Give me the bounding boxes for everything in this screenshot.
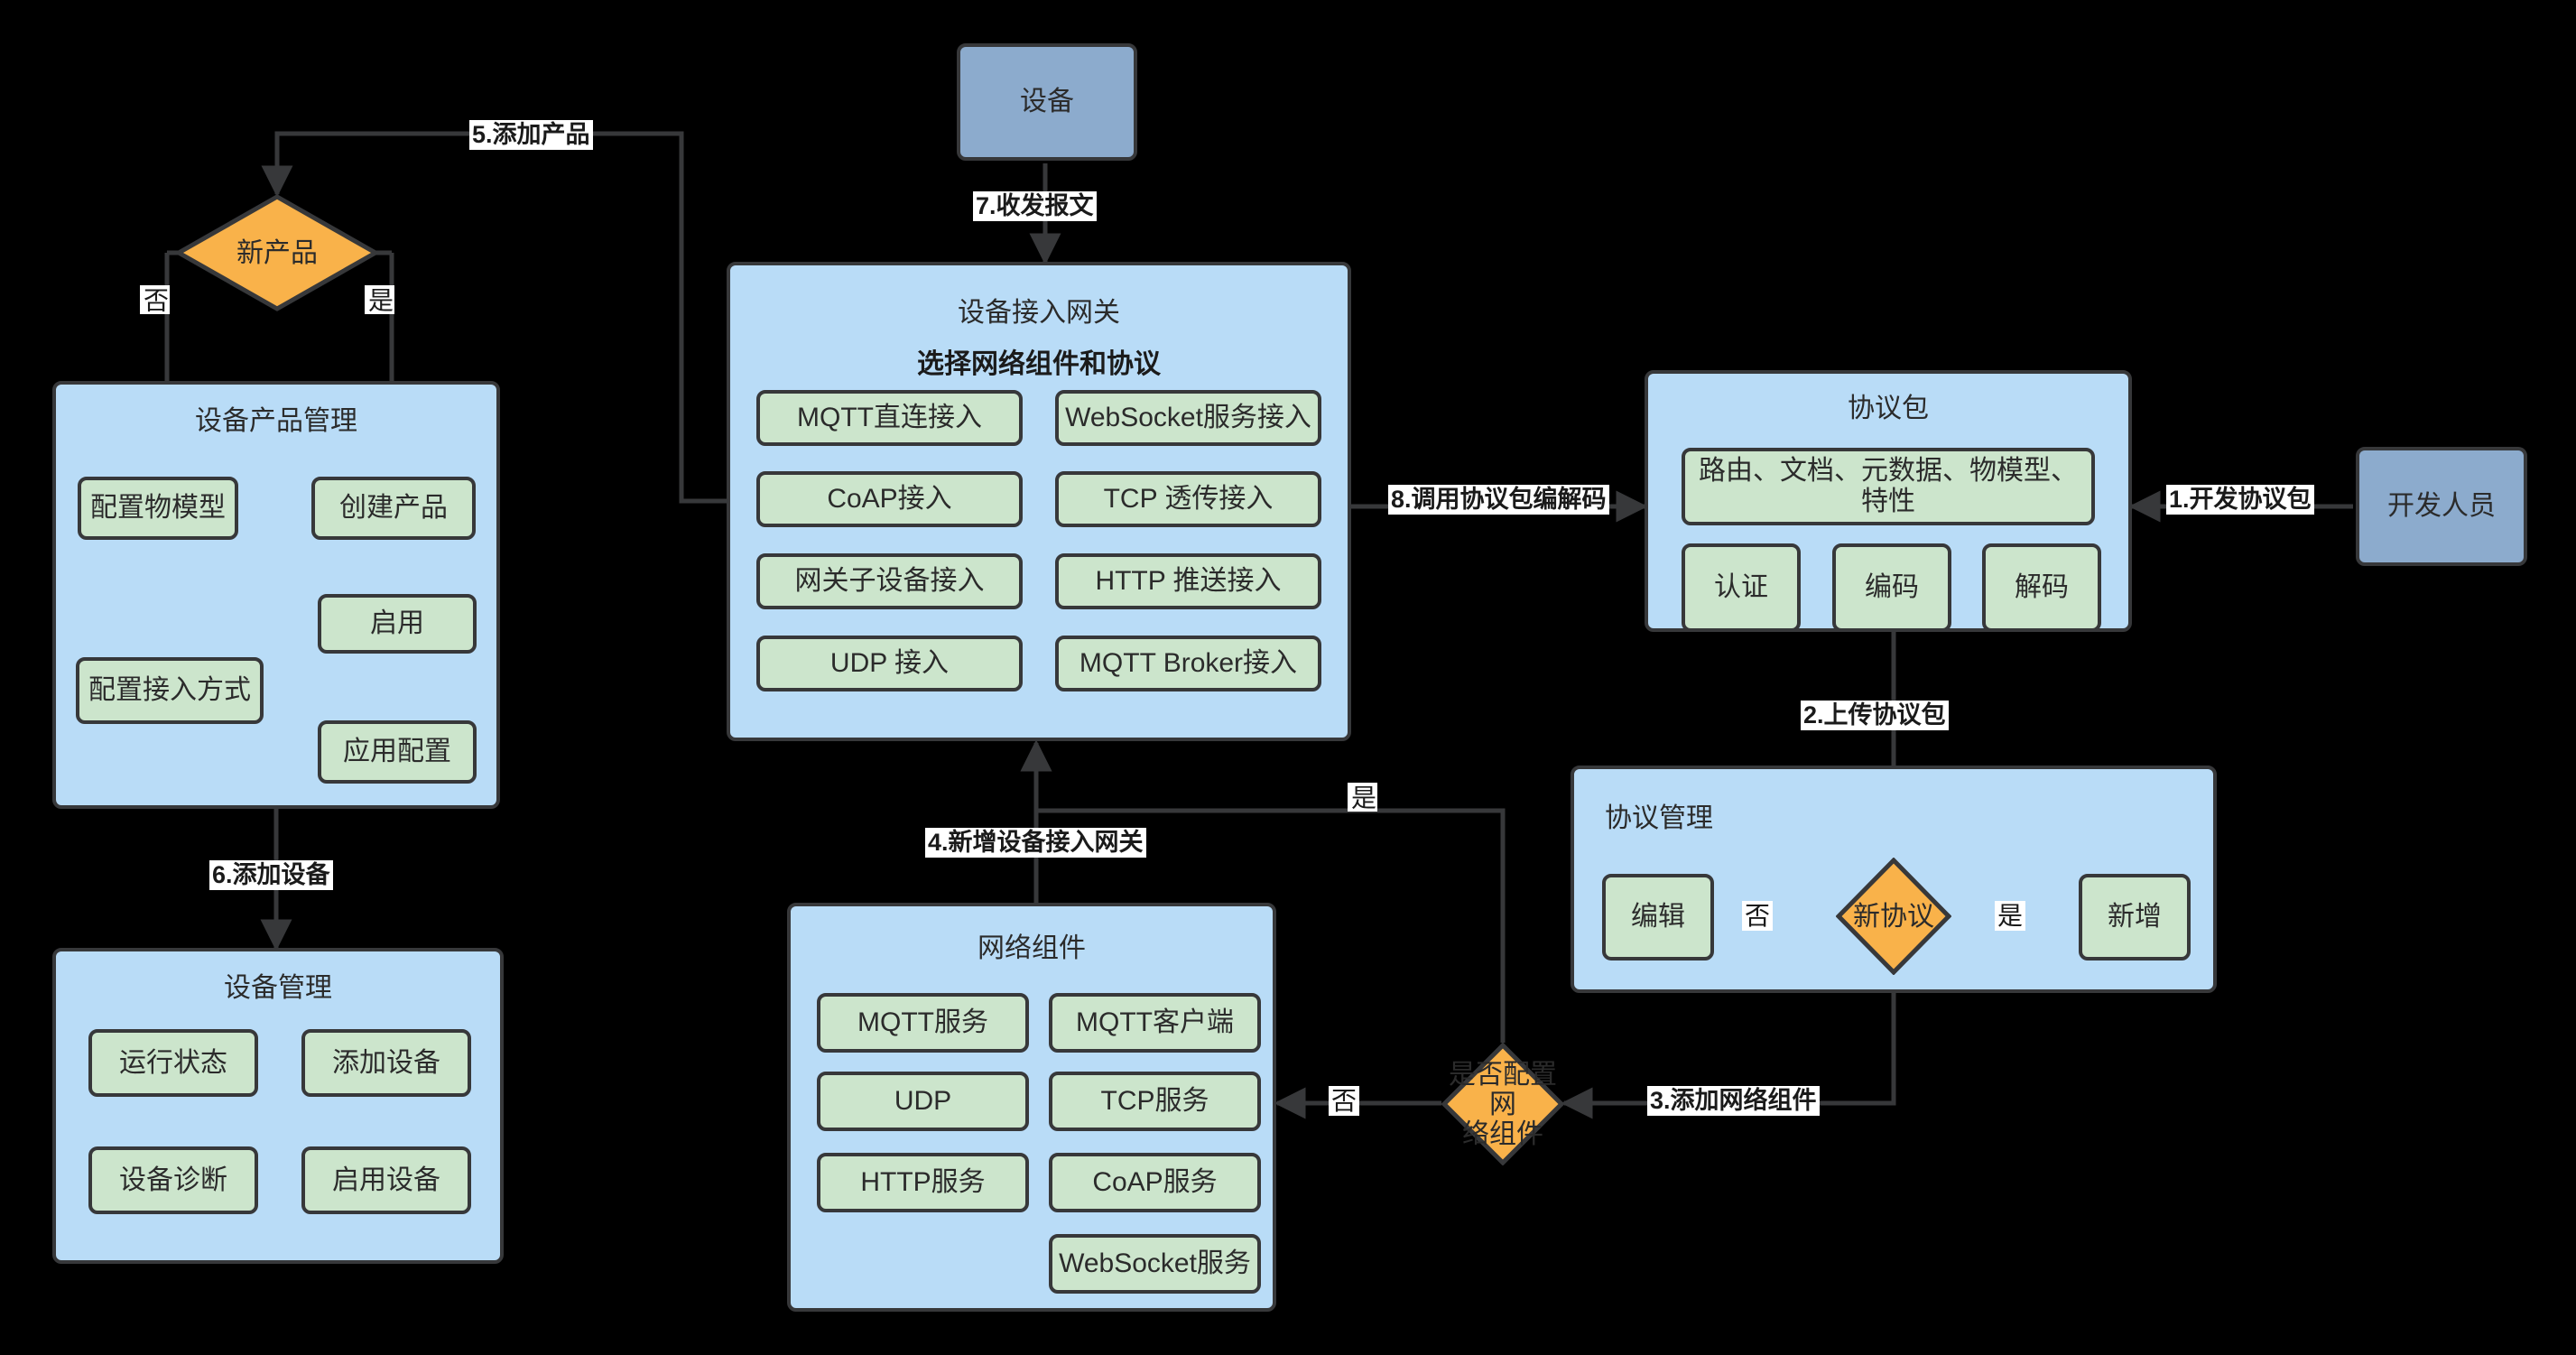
group-protocol-management-title: 协议管理 [1605,803,1713,833]
node-apply-config-label: 应用配置 [343,737,451,766]
node-apply-config[interactable]: 应用配置 [318,720,477,784]
node-gateway-subdevice-access-label: 网关子设备接入 [794,566,985,596]
node-mqtt-direct-access-label: MQTT直连接入 [797,403,982,432]
decision-new-protocol[interactable]: 新协议 [1836,858,1951,975]
node-encode[interactable]: 编码 [1832,543,1951,632]
edge-label-no-netcomp: 否 [1329,1086,1360,1116]
node-route-doc-metadata-model-feature-label: 路由、文档、元数据、物模型、特性 [1699,456,2078,516]
edge-label-step1: 1.开发协议包 [2166,485,2314,515]
node-decode[interactable]: 解码 [1982,543,2101,632]
group-device-product-management-title: 设备产品管理 [195,406,357,436]
group-device-access-gateway-title: 设备接入网关 [958,298,1120,328]
decision-new-product-label: 新产品 [236,237,318,268]
node-http-push-access-label: HTTP 推送接入 [1095,566,1282,596]
decision-configure-network-components[interactable]: 是否配置网 络组件 [1441,1043,1564,1165]
node-coap-access-label: CoAP接入 [827,484,952,514]
decision-new-protocol-label: 新协议 [1853,901,1934,932]
node-mqtt-service-label: MQTT服务 [857,1007,988,1037]
node-create-product-label: 创建产品 [339,493,448,523]
node-udp[interactable]: UDP [817,1072,1029,1131]
edge-label-step5: 5.添加产品 [469,120,593,150]
node-http-push-access[interactable]: HTTP 推送接入 [1055,553,1321,609]
node-authentication-label: 认证 [1714,572,1768,602]
node-coap-service-label: CoAP服务 [1092,1167,1218,1197]
edge-label-yes-product: 是 [365,285,394,314]
node-mqtt-direct-access[interactable]: MQTT直连接入 [756,390,1023,446]
node-edit-label: 编辑 [1631,902,1685,932]
decision-new-product[interactable]: 新产品 [176,194,378,311]
group-network-components-title: 网络组件 [978,933,1086,963]
node-enable-label: 启用 [370,608,424,638]
edge-label-step3: 3.添加网络组件 [1647,1086,1820,1116]
node-websocket-service-label: WebSocket服务 [1059,1248,1251,1278]
actor-developer[interactable]: 开发人员 [2356,447,2527,566]
node-mqtt-client-label: MQTT客户端 [1076,1007,1234,1037]
node-edit[interactable]: 编辑 [1602,874,1714,961]
node-decode-label: 解码 [2015,572,2069,602]
edge-label-yes-protocol: 是 [1995,901,2026,931]
actor-device-label: 设备 [1020,87,1074,116]
node-udp-access-label: UDP 接入 [829,648,950,678]
group-protocol-package-title: 协议包 [1848,394,1929,423]
node-websocket-service-access[interactable]: WebSocket服务接入 [1055,390,1321,446]
edge-label-no-protocol: 否 [1742,901,1774,931]
node-udp-label: UDP [894,1086,952,1116]
node-mqtt-client[interactable]: MQTT客户端 [1049,993,1261,1053]
edge-label-step8: 8.调用协议包编解码 [1388,485,1609,515]
node-tcp-service-label: TCP服务 [1100,1086,1209,1116]
actor-developer-label: 开发人员 [2387,491,2496,521]
node-udp-access[interactable]: UDP 接入 [756,636,1023,691]
node-enable[interactable]: 启用 [318,594,477,654]
diamond-shape [1836,858,1951,975]
group-device-management: 设备管理 [52,948,504,1264]
node-coap-access[interactable]: CoAP接入 [756,471,1023,527]
node-running-status-label: 运行状态 [119,1047,227,1078]
edge-label-yes-netcomp: 是 [1348,783,1377,812]
decision-configure-network-components-label: 是否配置网 络组件 [1449,1059,1557,1149]
edge-label-no-product: 否 [140,285,170,314]
edge-label-step7: 7.收发报文 [973,191,1097,221]
node-encode-label: 编码 [1865,572,1919,602]
node-add-device-label: 添加设备 [332,1047,440,1078]
diamond-shape [176,194,378,311]
node-add-device[interactable]: 添加设备 [301,1029,471,1097]
node-coap-service[interactable]: CoAP服务 [1049,1153,1261,1212]
node-mqtt-broker-access-label: MQTT Broker接入 [1079,648,1298,678]
node-add-label: 新增 [2108,902,2162,932]
node-gateway-subdevice-access[interactable]: 网关子设备接入 [756,553,1023,609]
node-configure-thing-model-label: 配置物模型 [90,493,226,523]
node-configure-thing-model[interactable]: 配置物模型 [78,477,238,540]
node-http-service[interactable]: HTTP服务 [817,1153,1029,1212]
edge-label-step2: 2.上传协议包 [1801,701,1949,730]
diamond-shape [1441,1043,1564,1165]
group-device-access-gateway-subtitle: 选择网络组件和协议 [917,349,1161,379]
node-route-doc-metadata-model-feature[interactable]: 路由、文档、元数据、物模型、特性 [1682,448,2095,525]
group-device-management-title: 设备管理 [224,973,332,1003]
node-running-status[interactable]: 运行状态 [88,1029,258,1097]
edge-label-step4: 4.新增设备接入网关 [925,828,1146,858]
actor-device[interactable]: 设备 [957,43,1137,161]
node-configure-access-mode[interactable]: 配置接入方式 [76,657,264,724]
edge-label-step6: 6.添加设备 [209,860,333,890]
node-tcp-service[interactable]: TCP服务 [1049,1072,1261,1131]
node-tcp-transparent-access-label: TCP 透传接入 [1103,484,1274,514]
node-websocket-service-access-label: WebSocket服务接入 [1065,403,1311,432]
node-add[interactable]: 新增 [2079,874,2191,961]
node-enable-device-label: 启用设备 [332,1165,440,1195]
node-configure-access-mode-label: 配置接入方式 [88,675,251,705]
node-mqtt-service[interactable]: MQTT服务 [817,993,1029,1053]
node-tcp-transparent-access[interactable]: TCP 透传接入 [1055,471,1321,527]
node-websocket-service[interactable]: WebSocket服务 [1049,1234,1261,1294]
node-enable-device[interactable]: 启用设备 [301,1146,471,1214]
node-authentication[interactable]: 认证 [1682,543,1801,632]
node-mqtt-broker-access[interactable]: MQTT Broker接入 [1055,636,1321,691]
node-device-diagnosis-label: 设备诊断 [119,1165,227,1195]
node-http-service-label: HTTP服务 [860,1167,986,1197]
node-create-product[interactable]: 创建产品 [311,477,476,540]
node-device-diagnosis[interactable]: 设备诊断 [88,1146,258,1214]
